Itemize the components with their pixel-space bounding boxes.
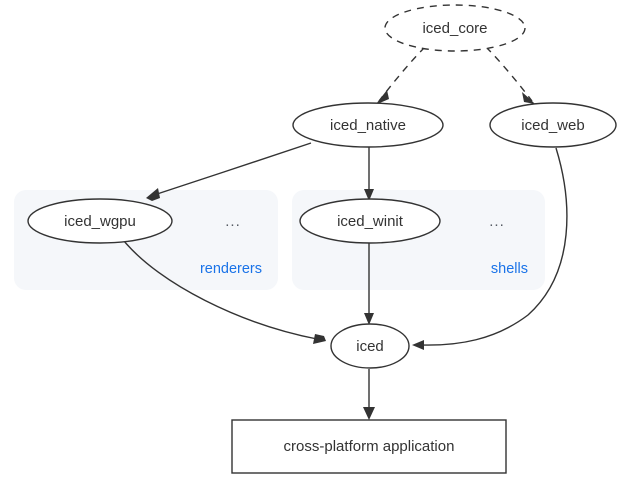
edge-iced_wgpu-to-iced-line — [123, 240, 318, 340]
edge-iced-to-app — [363, 369, 375, 420]
cluster-renderers-ellipsis: ... — [225, 213, 241, 230]
node-cross-platform-application-label: cross-platform application — [284, 438, 455, 455]
node-iced_native[interactable]: iced_native — [292, 102, 444, 148]
edge-iced_core-to-iced_native-arrow — [376, 90, 389, 104]
edge-iced_winit-to-iced — [364, 243, 374, 325]
edge-iced_core-to-iced_web — [485, 46, 535, 104]
edge-iced_wgpu-to-iced — [123, 240, 326, 344]
cluster-renderers-label: renderers — [200, 261, 262, 277]
edge-iced_winit-to-iced-arrow — [364, 313, 374, 325]
node-iced-label: iced — [356, 338, 384, 355]
node-iced_web-label: iced_web — [521, 117, 584, 134]
node-cross-platform-application-shape[interactable] — [231, 419, 507, 474]
edge-iced_core-to-iced_native-line — [378, 46, 426, 102]
node-iced_native-label: iced_native — [330, 117, 406, 134]
node-iced_wgpu-shape[interactable] — [27, 198, 173, 244]
cluster-shells-label: shells — [491, 261, 528, 277]
node-iced_wgpu[interactable]: iced_wgpu — [27, 198, 173, 244]
node-iced_core-label: iced_core — [422, 20, 487, 37]
edge-iced_native-to-iced_winit — [364, 146, 374, 201]
node-iced-shape[interactable] — [330, 323, 410, 369]
edge-iced_wgpu-to-iced-arrow — [313, 334, 326, 344]
edge-iced_web-to-iced — [412, 147, 568, 350]
edge-iced_native-to-iced_winit-arrow — [364, 189, 374, 201]
node-cross-platform-application[interactable]: cross-platform application — [231, 419, 507, 474]
edge-iced_core-to-iced_native — [376, 46, 426, 104]
node-iced_wgpu-label: iced_wgpu — [64, 213, 136, 230]
edge-iced_web-to-iced-arrow — [412, 340, 424, 350]
edge-iced_native-to-iced_wgpu — [146, 142, 312, 201]
edge-iced_core-to-iced_web-arrow — [522, 92, 535, 104]
node-iced[interactable]: iced — [330, 323, 410, 369]
node-iced_core-shape[interactable] — [384, 4, 526, 52]
edge-iced_native-to-iced_wgpu-arrow — [146, 188, 160, 201]
node-iced_web-shape[interactable] — [489, 102, 617, 148]
edge-iced_native-to-iced_wgpu-line — [150, 142, 312, 197]
edge-iced_web-to-iced-line — [420, 147, 568, 346]
node-iced_winit-shape[interactable] — [299, 198, 441, 244]
node-iced_web[interactable]: iced_web — [489, 102, 617, 148]
node-iced_native-shape[interactable] — [292, 102, 444, 148]
edge-iced_core-to-iced_web-line — [485, 46, 533, 102]
cluster-shells-ellipsis: ... — [489, 213, 505, 230]
edge-iced-to-app-arrow — [363, 407, 375, 420]
node-iced_core[interactable]: iced_core — [384, 4, 526, 52]
node-iced_winit[interactable]: iced_winit — [299, 198, 441, 244]
node-iced_winit-label: iced_winit — [337, 213, 404, 230]
